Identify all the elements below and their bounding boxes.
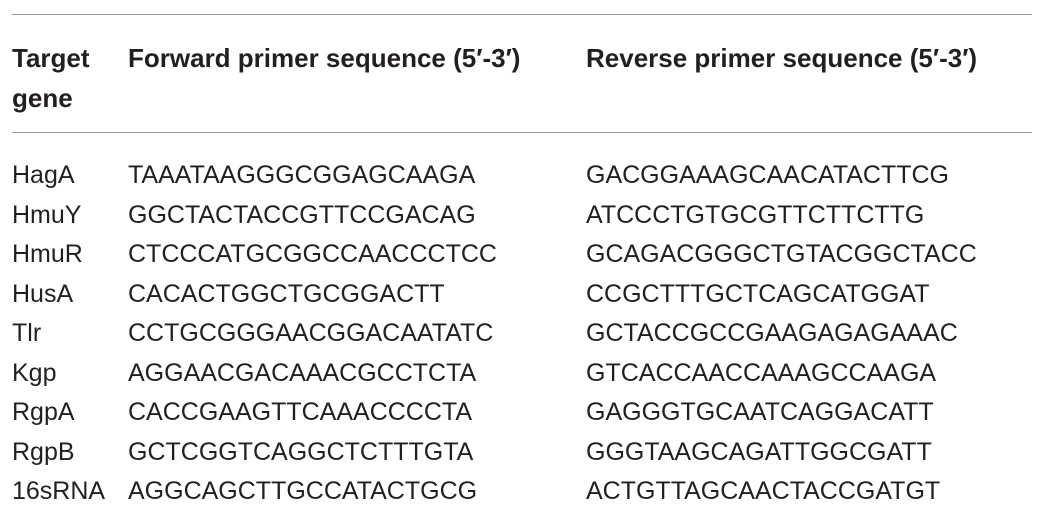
forward-cell: AGGCAGCTTGCCATACTGCG [128, 477, 478, 505]
reverse-cell: CCGCTTTGCTCAGCATGGAT [586, 279, 930, 308]
forward-cell: CACCGAAGTTCAAACCCCTA [128, 398, 473, 426]
table-header-rule [12, 132, 1032, 133]
reverse-cell: ACTGTTAGCAACTACCGATGT [586, 477, 941, 505]
forward-cell: CACACTGGCTGCGGACTT [128, 279, 445, 308]
table-row: HmuY GGCTACTACCGTTCCGACAG ATCCCTGTGCGTTC… [0, 196, 1050, 236]
reverse-cell: ATCCCTGTGCGTTCTTCTTG [586, 200, 925, 229]
header-reverse-primer: Reverse primer sequence (5′-3′) [586, 43, 978, 73]
forward-cell: CTCCCATGCGGCCAACCCTCC [128, 240, 497, 268]
table-row: Kgp AGGAACGACAAACGCCTCTA GTCACCAACCAAAGC… [0, 354, 1050, 394]
forward-cell: GCTCGGTCAGGCTCTTTGTA [128, 437, 474, 466]
table-row: 16sRNA AGGCAGCTTGCCATACTGCG ACTGTTAGCAAC… [0, 472, 1050, 512]
table-body: HagA TAAATAAGGGCGGAGCAAGA GACGGAAAGCAACA… [0, 156, 1050, 512]
reverse-cell: GACGGAAAGCAACATACTTCG [586, 161, 950, 189]
header-target-gene: Target gene [12, 43, 90, 113]
header-forward-primer: Forward primer sequence (5′-3′) [128, 43, 521, 73]
forward-cell: TAAATAAGGGCGGAGCAAGA [128, 161, 476, 189]
gene-cell: HagA [12, 161, 75, 189]
gene-cell: RgpB [12, 437, 75, 466]
table-row: RgpA CACCGAAGTTCAAACCCCTA GAGGGTGCAATCAG… [0, 393, 1050, 433]
gene-cell: RgpA [12, 398, 75, 426]
gene-cell: Kgp [12, 358, 57, 387]
reverse-cell: GCTACCGCCGAAGAGAGAAAC [586, 319, 958, 347]
gene-cell: 16sRNA [12, 477, 106, 505]
table-row: HmuR CTCCCATGCGGCCAACCCTCC GCAGACGGGCTGT… [0, 235, 1050, 275]
table-row: Tlr CCTGCGGGAACGGACAATATC GCTACCGCCGAAGA… [0, 314, 1050, 354]
table-row: HagA TAAATAAGGGCGGAGCAAGA GACGGAAAGCAACA… [0, 156, 1050, 196]
table-row: HusA CACACTGGCTGCGGACTT CCGCTTTGCTCAGCAT… [0, 275, 1050, 315]
forward-cell: AGGAACGACAAACGCCTCTA [128, 358, 477, 387]
gene-cell: HusA [12, 279, 74, 308]
forward-cell: CCTGCGGGAACGGACAATATC [128, 319, 494, 347]
reverse-cell: GGGTAAGCAGATTGGCGATT [586, 437, 932, 466]
reverse-cell: GAGGGTGCAATCAGGACATT [586, 398, 934, 426]
gene-cell: HmuY [12, 200, 82, 229]
gene-cell: HmuR [12, 240, 83, 268]
forward-cell: GGCTACTACCGTTCCGACAG [128, 200, 476, 229]
reverse-cell: GCAGACGGGCTGTACGGCTACC [586, 240, 977, 268]
table-top-rule [12, 14, 1032, 15]
reverse-cell: GTCACCAACCAAAGCCAAGA [586, 358, 937, 387]
gene-cell: Tlr [12, 319, 42, 347]
table-row: RgpB GCTCGGTCAGGCTCTTTGTA GGGTAAGCAGATTG… [0, 433, 1050, 473]
